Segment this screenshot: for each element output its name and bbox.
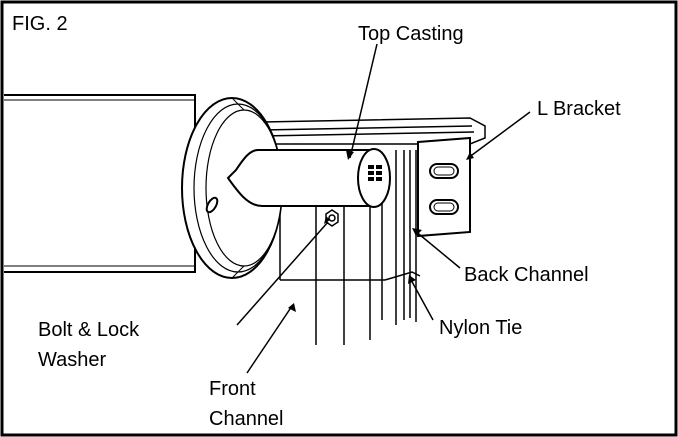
leader-lines — [236, 43, 531, 374]
end-cap-hole — [205, 196, 219, 214]
figure-title: FIG. 2 — [12, 13, 68, 35]
label-bolt-lock-washer-line1: Bolt & Lock — [38, 319, 140, 341]
label-top-casting: Top Casting — [358, 23, 464, 45]
top-rail — [261, 117, 486, 145]
label-front-channel-line2: Channel — [209, 408, 284, 430]
bracket-slot-lower — [429, 199, 459, 215]
label-l-bracket: L Bracket — [537, 98, 621, 120]
bracket-slot-upper — [429, 163, 459, 179]
label-bolt-lock-washer-line2: Washer — [38, 349, 107, 371]
label-front-channel-line1: Front — [209, 378, 256, 400]
label-back-channel: Back Channel — [464, 264, 589, 286]
l-bracket — [417, 136, 471, 238]
casting-end-mark — [368, 165, 382, 181]
roller-tube — [4, 94, 196, 273]
leader-arrowheads — [288, 150, 474, 312]
top-casting — [226, 148, 391, 208]
label-nylon-tie: Nylon Tie — [439, 317, 522, 339]
